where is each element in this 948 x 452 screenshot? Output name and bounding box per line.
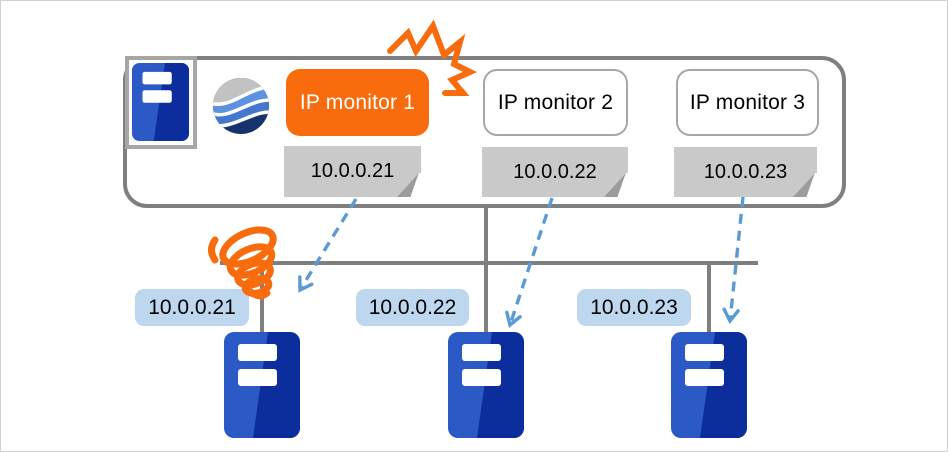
appliance-host-box: [125, 56, 197, 149]
server-icon-3: [671, 332, 747, 438]
monitor-box-2: IP monitor 2: [483, 69, 628, 136]
server-ip-label-3: 10.0.0.23: [577, 289, 691, 326]
monitor-box-1: IP monitor 1: [286, 69, 429, 136]
ip-note-3: 10.0.0.23: [674, 147, 817, 197]
server-icon-2: [448, 332, 524, 438]
monitor-label: IP monitor 3: [689, 90, 806, 114]
monitor-label: IP monitor 1: [299, 90, 416, 114]
server-ip: 10.0.0.22: [368, 295, 457, 319]
server-ip-label-1: 10.0.0.21: [135, 289, 249, 326]
ip-note-2: 10.0.0.22: [482, 147, 628, 197]
monitor-box-3: IP monitor 3: [676, 69, 819, 136]
server-icon: [132, 63, 189, 141]
ip-note-1: 10.0.0.21: [284, 146, 421, 197]
note-fold: [793, 173, 817, 197]
note-ip: 10.0.0.21: [310, 160, 395, 182]
note-fold: [604, 173, 628, 197]
drop-line-2: [484, 208, 488, 333]
server-ip-label-2: 10.0.0.22: [356, 289, 469, 326]
note-ip: 10.0.0.22: [513, 160, 597, 183]
network-bus-line: [220, 261, 758, 265]
server-ip: 10.0.0.21: [148, 295, 236, 319]
broken-connection-coil-icon: [208, 226, 277, 300]
dashed-monitor-arrow-3: [722, 196, 745, 325]
dashed-monitor-arrow-1: [298, 198, 358, 293]
globe-wave-logo-icon: [213, 78, 269, 134]
drop-line-3: [707, 263, 711, 333]
note-fold: [397, 173, 421, 197]
server-icon-1: [224, 332, 300, 438]
drop-line-1: [260, 263, 264, 333]
monitor-label: IP monitor 2: [497, 90, 614, 114]
server-ip: 10.0.0.23: [590, 295, 678, 319]
note-ip: 10.0.0.23: [703, 160, 788, 183]
